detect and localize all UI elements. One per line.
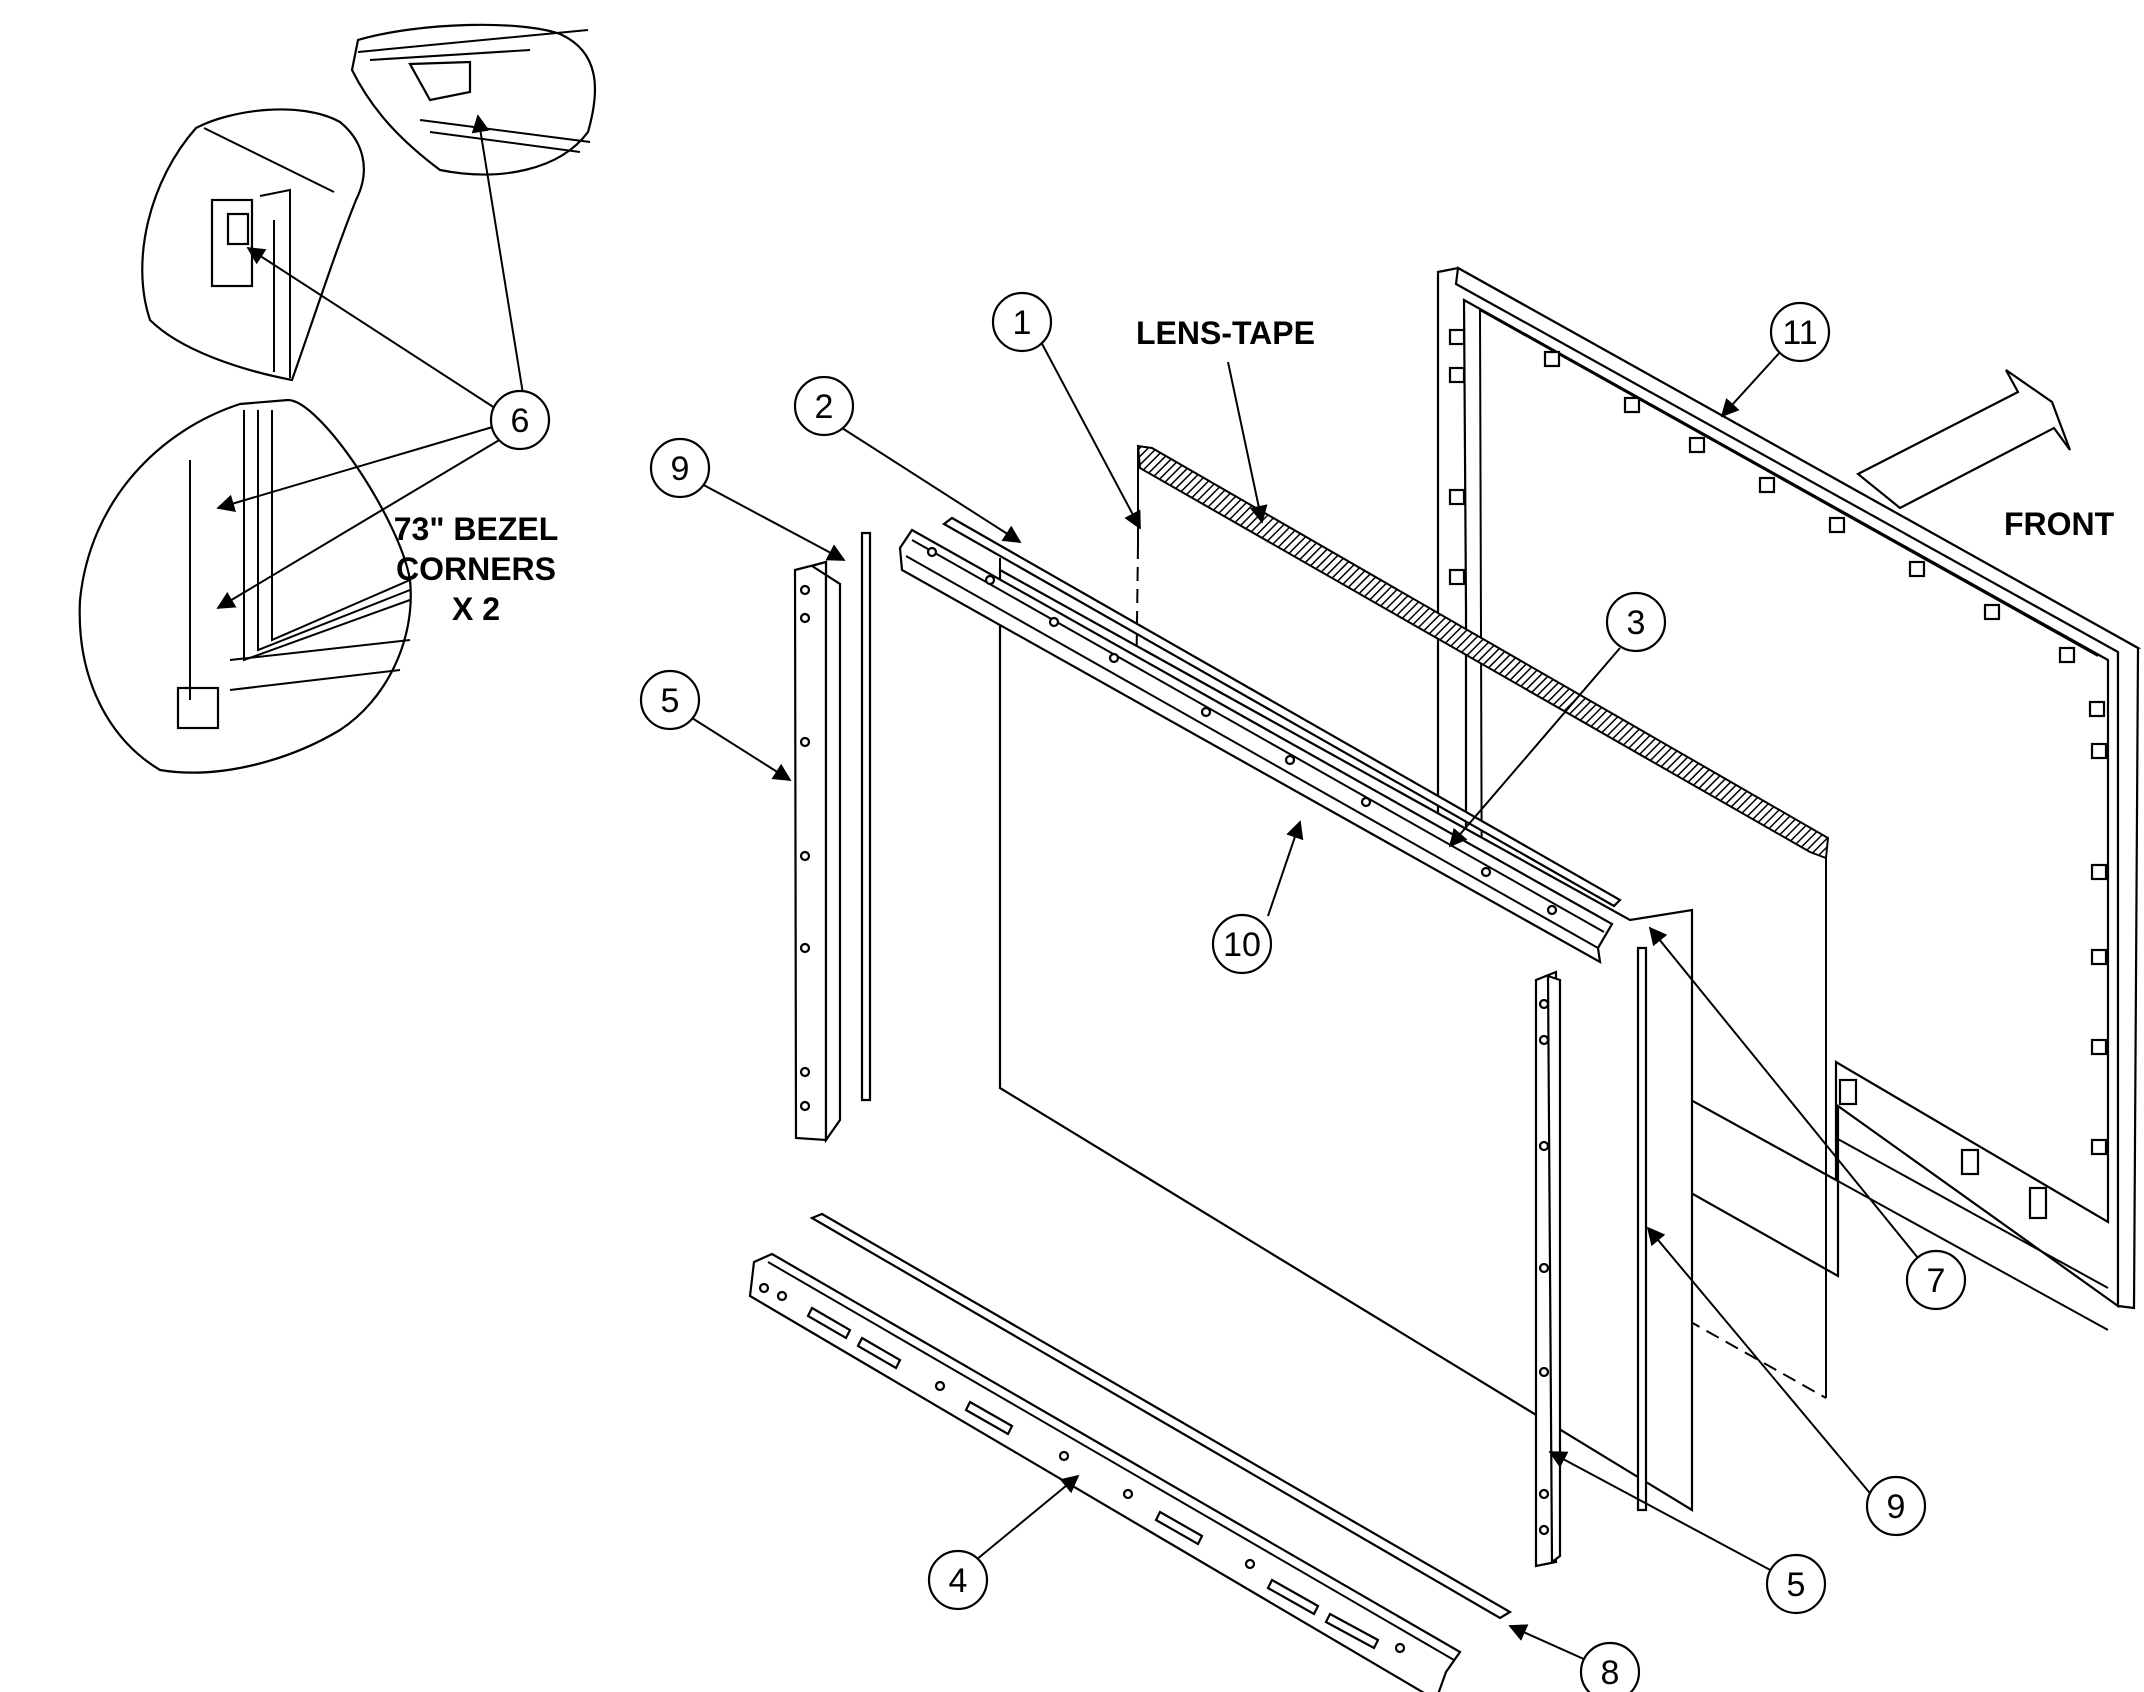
top-strip-part-3 <box>941 516 1622 908</box>
callout-10: 10 <box>1211 913 1273 975</box>
callout-9-left-number: 9 <box>671 450 690 488</box>
callout-4-number: 4 <box>949 1562 968 1600</box>
right-side-strip-part-9 <box>1636 946 1648 1512</box>
left-side-bracket-part-5 <box>793 560 842 1144</box>
screen-panel-part-2 <box>998 558 1694 1512</box>
bezel-corners-label-line3: X 2 <box>452 591 500 627</box>
detail-view-bottom <box>78 398 412 774</box>
callout-9-right-number: 9 <box>1887 1488 1906 1526</box>
bottom-rail-slots <box>806 1306 1380 1650</box>
bottom-rail-part-4 <box>748 1252 1462 1692</box>
callout-5-right: 5 <box>1765 1553 1827 1615</box>
bezel-corners-label-line1: 73" BEZEL <box>394 511 559 547</box>
right-side-bracket-part-5 <box>1534 970 1562 1568</box>
callout-3: 3 <box>1605 591 1667 653</box>
callout-4: 4 <box>927 1549 989 1611</box>
callout-8-number: 8 <box>1601 1654 1620 1692</box>
frame-clips <box>1448 328 2108 1220</box>
top-rail-holes <box>926 546 1558 916</box>
leader-lines <box>216 114 1919 1661</box>
callout-9-left: 9 <box>649 437 711 499</box>
callout-10-number: 10 <box>1223 926 1261 964</box>
callout-8: 8 <box>1579 1641 1641 1692</box>
top-rail-part-10 <box>898 528 1614 965</box>
callout-5-right-number: 5 <box>1787 1566 1806 1604</box>
callout-2-number: 2 <box>815 388 834 426</box>
detail-view-middle <box>141 108 365 382</box>
callout-6-number: 6 <box>511 402 530 440</box>
front-direction-arrow <box>1855 369 2072 510</box>
callout-9-right: 9 <box>1865 1475 1927 1537</box>
left-side-strip-part-9 <box>860 531 872 1102</box>
callout-7: 7 <box>1905 1249 1967 1311</box>
callout-11: 11 <box>1769 301 1831 363</box>
callout-2: 2 <box>793 375 855 437</box>
front-label: FRONT <box>2004 506 2115 542</box>
callout-11-number: 11 <box>1782 314 1817 352</box>
callout-5-left: 5 <box>639 669 701 731</box>
bottom-strip-part-8 <box>809 1212 1513 1620</box>
bezel-corners-label-line2: CORNERS <box>396 551 556 587</box>
callout-1: 1 <box>991 291 1053 353</box>
lens-tape-label: LENS-TAPE <box>1136 315 1315 351</box>
callout-7-number: 7 <box>1927 1262 1946 1300</box>
callout-6: 6 <box>489 389 551 451</box>
callout-1-number: 1 <box>1013 304 1032 342</box>
callout-5-left-number: 5 <box>661 682 680 720</box>
detail-view-top <box>350 23 597 176</box>
callout-3-number: 3 <box>1627 604 1646 642</box>
